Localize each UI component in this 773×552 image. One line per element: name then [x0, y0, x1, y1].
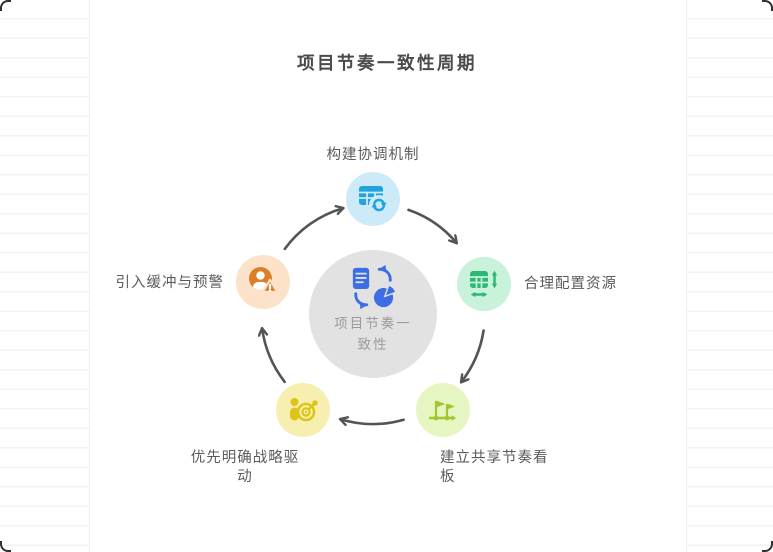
- node-build-coordination: [346, 172, 400, 226]
- node-shared-rhythm-board: [416, 383, 470, 437]
- label-strategy-driven: 优先明确战略驱动: [190, 450, 300, 485]
- milestone-flags-icon: [428, 400, 457, 421]
- person-alert-icon: [249, 267, 279, 294]
- table-sync-icon: [359, 186, 389, 215]
- person-target-icon: [290, 398, 318, 422]
- diagram-title: 项目节奏一致性周期: [297, 53, 477, 73]
- table-resize-icon: [470, 270, 498, 298]
- arrow-bottom-right-to-bottom-left: [341, 419, 405, 424]
- arrow-left-to-top: [283, 208, 343, 251]
- node-strategy-driven: [276, 383, 330, 437]
- node-buffer-warning: [236, 255, 290, 309]
- doc-sync-pie-icon: [352, 265, 395, 310]
- center-hub-label: 项目节奏一致性: [334, 316, 412, 352]
- arrow-right-to-bottom-right: [461, 329, 485, 383]
- arrow-bottom-left-to-left: [262, 329, 286, 384]
- label-allocate-resources: 合理配置资源: [524, 276, 617, 292]
- label-shared-rhythm-board: 建立共享节奏看板: [440, 450, 549, 485]
- center-hub: 项目节奏一致性: [309, 250, 437, 378]
- node-allocate-resources: [457, 257, 511, 311]
- frame-corner-bottom-right: [762, 541, 773, 552]
- arrow-top-to-right: [407, 208, 457, 243]
- label-build-coordination: 构建协调机制: [326, 147, 420, 163]
- frame-corner-bottom-left: [0, 541, 11, 552]
- frame-corner-top-right: [762, 0, 773, 11]
- frame-corner-top-left: [0, 0, 11, 11]
- label-buffer-warning: 引入缓冲与预警: [115, 275, 224, 291]
